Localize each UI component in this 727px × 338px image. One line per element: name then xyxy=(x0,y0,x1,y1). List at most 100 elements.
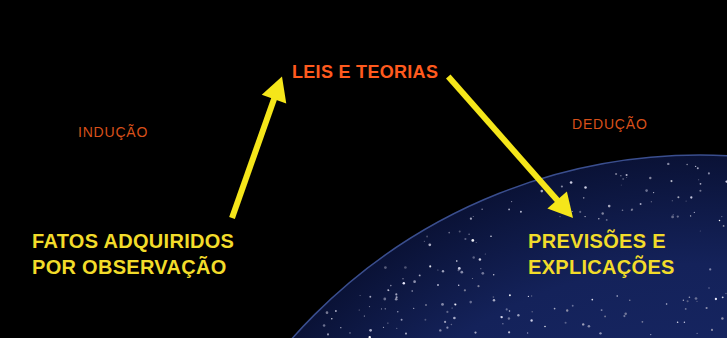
city-light xyxy=(530,319,532,321)
city-light xyxy=(690,196,692,198)
city-light xyxy=(387,289,389,291)
city-light xyxy=(721,216,722,217)
city-light xyxy=(323,324,326,327)
city-light xyxy=(340,327,341,328)
city-light xyxy=(444,321,446,323)
city-light xyxy=(604,315,606,317)
city-light xyxy=(369,296,371,298)
city-light xyxy=(719,220,720,221)
city-light xyxy=(446,311,448,313)
city-light xyxy=(404,266,407,269)
city-light xyxy=(626,177,627,178)
city-light xyxy=(572,305,574,307)
city-light xyxy=(582,323,584,325)
city-light xyxy=(695,297,698,300)
city-light xyxy=(502,323,503,324)
city-light xyxy=(686,164,688,166)
city-light xyxy=(721,317,723,319)
city-light xyxy=(458,285,460,287)
city-light xyxy=(673,214,674,215)
city-light xyxy=(424,319,426,321)
city-light xyxy=(493,274,495,276)
city-light xyxy=(476,242,477,243)
city-light xyxy=(331,318,333,320)
earth-globe xyxy=(155,155,727,338)
city-light xyxy=(369,329,372,332)
city-light xyxy=(531,311,533,313)
city-light xyxy=(493,299,495,301)
city-light xyxy=(395,293,397,295)
city-light xyxy=(601,212,603,214)
city-light xyxy=(381,308,382,309)
city-light xyxy=(622,178,624,180)
city-lights xyxy=(323,163,727,338)
city-light xyxy=(359,309,360,310)
city-light xyxy=(677,215,679,217)
city-light xyxy=(642,321,644,323)
city-light xyxy=(700,230,701,231)
city-light xyxy=(671,216,674,219)
city-light xyxy=(686,201,687,202)
city-light xyxy=(426,236,428,238)
city-light xyxy=(584,216,585,217)
city-light xyxy=(506,308,508,310)
city-light xyxy=(402,278,404,280)
city-light xyxy=(464,289,466,291)
city-light xyxy=(509,310,511,312)
city-light xyxy=(631,208,633,210)
city-light xyxy=(360,295,361,296)
edge-label: INDUÇÃO xyxy=(78,124,148,140)
facts-node: FATOS ADQUIRIDOS POR OBSERVAÇÃO xyxy=(32,228,272,280)
city-light xyxy=(508,208,510,210)
city-light xyxy=(441,303,444,306)
city-light xyxy=(508,317,511,320)
city-light xyxy=(706,307,708,309)
city-light xyxy=(413,308,414,309)
city-light xyxy=(369,306,370,307)
city-light xyxy=(485,253,486,254)
city-light xyxy=(460,271,463,274)
city-light xyxy=(439,329,441,331)
city-light xyxy=(677,196,679,198)
city-light xyxy=(708,287,710,289)
city-light xyxy=(666,303,668,305)
city-light xyxy=(684,322,685,323)
city-light xyxy=(405,333,407,335)
city-light xyxy=(672,200,673,201)
city-light xyxy=(509,294,511,296)
city-light xyxy=(584,186,587,189)
city-light xyxy=(725,180,727,182)
city-light xyxy=(452,307,453,308)
city-light xyxy=(685,308,687,310)
city-light xyxy=(606,219,608,221)
edge-label: DEDUÇÃO xyxy=(572,116,648,132)
city-light xyxy=(456,260,458,262)
city-light xyxy=(459,230,461,232)
city-light xyxy=(517,314,519,316)
city-light xyxy=(419,274,421,276)
node-text: FATOS ADQUIRIDOS POR OBSERVAÇÃO xyxy=(32,228,272,280)
city-light xyxy=(621,185,622,186)
city-light xyxy=(437,269,438,270)
city-light xyxy=(689,296,691,298)
arrow-line xyxy=(448,77,558,202)
city-light xyxy=(473,216,474,217)
city-light xyxy=(631,209,633,211)
city-light xyxy=(501,316,503,318)
city-light xyxy=(448,232,450,234)
city-light xyxy=(508,331,510,333)
city-light xyxy=(531,295,532,296)
city-light xyxy=(698,179,699,180)
city-light xyxy=(442,270,444,272)
city-light xyxy=(384,266,387,269)
city-light xyxy=(697,333,698,334)
city-light xyxy=(687,300,689,302)
city-light xyxy=(424,241,425,242)
city-light xyxy=(425,304,427,306)
city-light xyxy=(511,201,512,202)
city-light xyxy=(572,211,573,212)
city-light xyxy=(624,313,627,316)
node-text: LEIS E TEORIAS xyxy=(292,62,438,83)
city-light xyxy=(411,290,413,292)
city-light xyxy=(446,327,448,329)
